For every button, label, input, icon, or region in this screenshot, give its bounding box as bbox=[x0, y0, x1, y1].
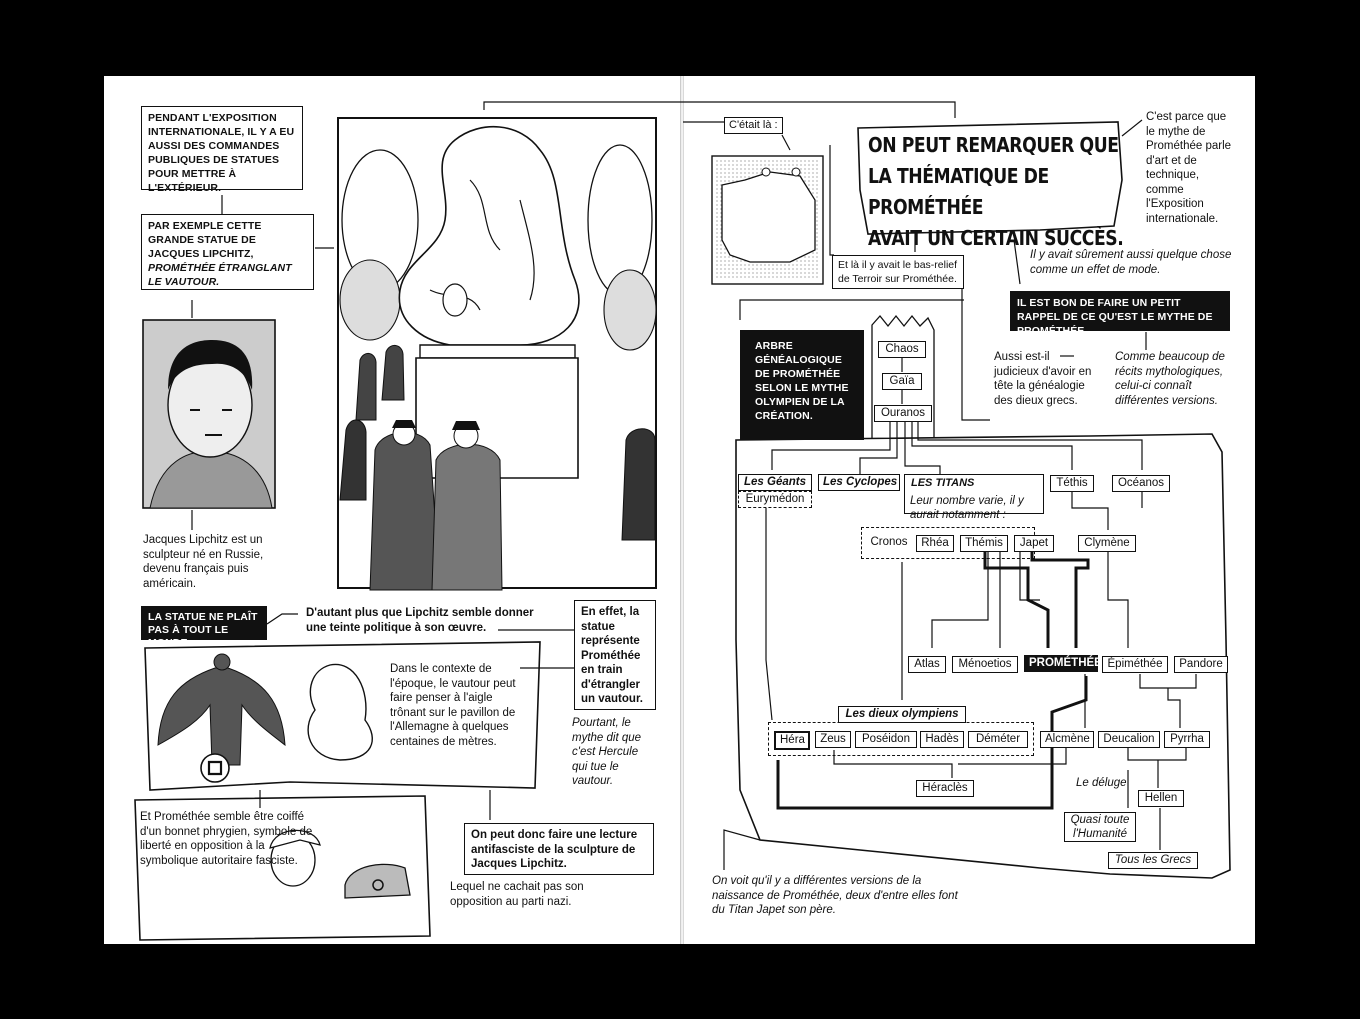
headline-frame bbox=[857, 121, 1123, 235]
cetait-la-label: C'était là : bbox=[724, 117, 783, 134]
label-geants: Les Géants bbox=[738, 474, 812, 491]
statue-banner: La statue ne plaît pas à tout le monde. bbox=[141, 606, 267, 649]
antifascist-box: On peut donc faire une lecture antifasci… bbox=[464, 823, 654, 875]
node-poseidon: Poséidon bbox=[855, 731, 917, 748]
node-alcmene: Alcmène bbox=[1040, 731, 1094, 748]
node-japet: Japet bbox=[1014, 535, 1054, 552]
site-map bbox=[711, 155, 824, 285]
node-hellen: Hellen bbox=[1138, 790, 1184, 807]
node-rhea: Rhéa bbox=[916, 535, 954, 552]
headline-line-2: la thématique de Prométhée bbox=[868, 164, 1049, 219]
phrygian-note: Et Prométhée semble être coiffé d'un bon… bbox=[140, 811, 313, 867]
node-zeus: Zeus bbox=[815, 731, 851, 748]
titans-box: LES TITANS bbox=[904, 474, 1044, 514]
label-cyclopes: Les Cyclopes bbox=[818, 474, 900, 491]
statue-illustration bbox=[337, 117, 657, 591]
node-hades: Hadès bbox=[920, 731, 964, 748]
node-clymene: Clymène bbox=[1078, 535, 1136, 552]
titans-subtitle: Leur nombre varie, il y aurait notamment… bbox=[910, 495, 1024, 521]
lipchitz-bio: Jacques Lipchitz est un sculpteur né en … bbox=[143, 534, 264, 590]
reason-note: C'est parce que le mythe de Prométhée pa… bbox=[1146, 111, 1232, 225]
node-deucalion: Deucalion bbox=[1098, 731, 1160, 748]
exposition-caption: Pendant l'Exposition internationale, il … bbox=[141, 106, 303, 194]
footer-note: On voit qu'il y a différentes versions d… bbox=[712, 875, 958, 916]
node-cronos: Cronos bbox=[866, 535, 912, 550]
node-tethis: Téthis bbox=[1050, 475, 1094, 492]
headline-line-3: avait un certain succès. bbox=[868, 226, 1124, 250]
olympiens-group bbox=[768, 722, 1034, 756]
tree-title: Arbre généalogique de Prométhée selon le… bbox=[740, 330, 864, 440]
node-pandore: Pandore bbox=[1174, 656, 1228, 673]
label-deluge: Le déluge bbox=[1076, 777, 1127, 789]
political-note: D'autant plus que Lipchitz semble donner… bbox=[306, 607, 534, 634]
node-epimethee: Épiméthée bbox=[1102, 656, 1168, 673]
node-atlas: Atlas bbox=[908, 656, 946, 673]
node-heracles: Héraclès bbox=[916, 780, 974, 797]
headline: On peut remarquer que la thématique de P… bbox=[868, 130, 1126, 254]
node-ouranos: Ouranos bbox=[874, 405, 932, 422]
nazi-note: Lequel ne cachait pas son opposition au … bbox=[450, 881, 584, 908]
hercules-note: Pourtant, le mythe dit que c'est Hercule… bbox=[572, 717, 642, 787]
node-promethee: PROMÉTHÉE bbox=[1024, 655, 1102, 672]
lipchitz-portrait bbox=[142, 319, 276, 509]
node-chaos: Chaos bbox=[878, 341, 926, 358]
page-fold bbox=[680, 76, 684, 944]
node-grecs: Tous les Grecs bbox=[1108, 852, 1198, 869]
example-caption-title: Prométhée étranglant le vautour. bbox=[148, 262, 292, 288]
reminder-banner: Il est bon de faire un petit rappel de c… bbox=[1010, 291, 1230, 337]
node-eurymedon: Eurymédon bbox=[738, 491, 812, 508]
in-fact-box: En effet, la statue représente Prométhée… bbox=[574, 600, 656, 710]
eagle-comparison-illustration bbox=[144, 641, 541, 791]
bas-relief-note: Et là il y avait le bas-relief de Terroi… bbox=[832, 255, 964, 289]
example-caption: Par exemple cette grande statue de Jacqu… bbox=[141, 214, 314, 290]
context-note: Dans le contexte de l'époque, le vautour… bbox=[390, 663, 516, 748]
label-titans: LES TITANS bbox=[911, 477, 975, 489]
node-oceanos: Océanos bbox=[1112, 475, 1170, 492]
node-pyrrha: Pyrrha bbox=[1164, 731, 1210, 748]
right-connectors bbox=[483, 101, 1147, 870]
headline-line-1: On peut remarquer que bbox=[868, 133, 1119, 157]
label-olympiens: Les dieux olympiens bbox=[838, 706, 966, 723]
fashion-note: Il y avait sûrement aussi quelque chose … bbox=[1030, 249, 1232, 276]
node-hera: Héra bbox=[774, 731, 810, 750]
example-caption-pre: Par exemple cette grande statue de Jacqu… bbox=[148, 220, 262, 260]
node-menoetios: Ménoetios bbox=[952, 656, 1018, 673]
node-gaia: Gaïa bbox=[882, 373, 922, 390]
left-connectors bbox=[191, 195, 574, 820]
phrygian-cap-illustration bbox=[134, 795, 431, 941]
node-demeter: Déméter bbox=[968, 731, 1028, 748]
versions-note: Comme beaucoup de récits mythologiques, … bbox=[1115, 351, 1225, 407]
genealogy-note: Aussi est-il judicieux d'avoir en tête l… bbox=[994, 351, 1092, 407]
node-themis: Thémis bbox=[960, 535, 1008, 552]
node-humanite: Quasi toute l'Humanité bbox=[1064, 812, 1136, 842]
